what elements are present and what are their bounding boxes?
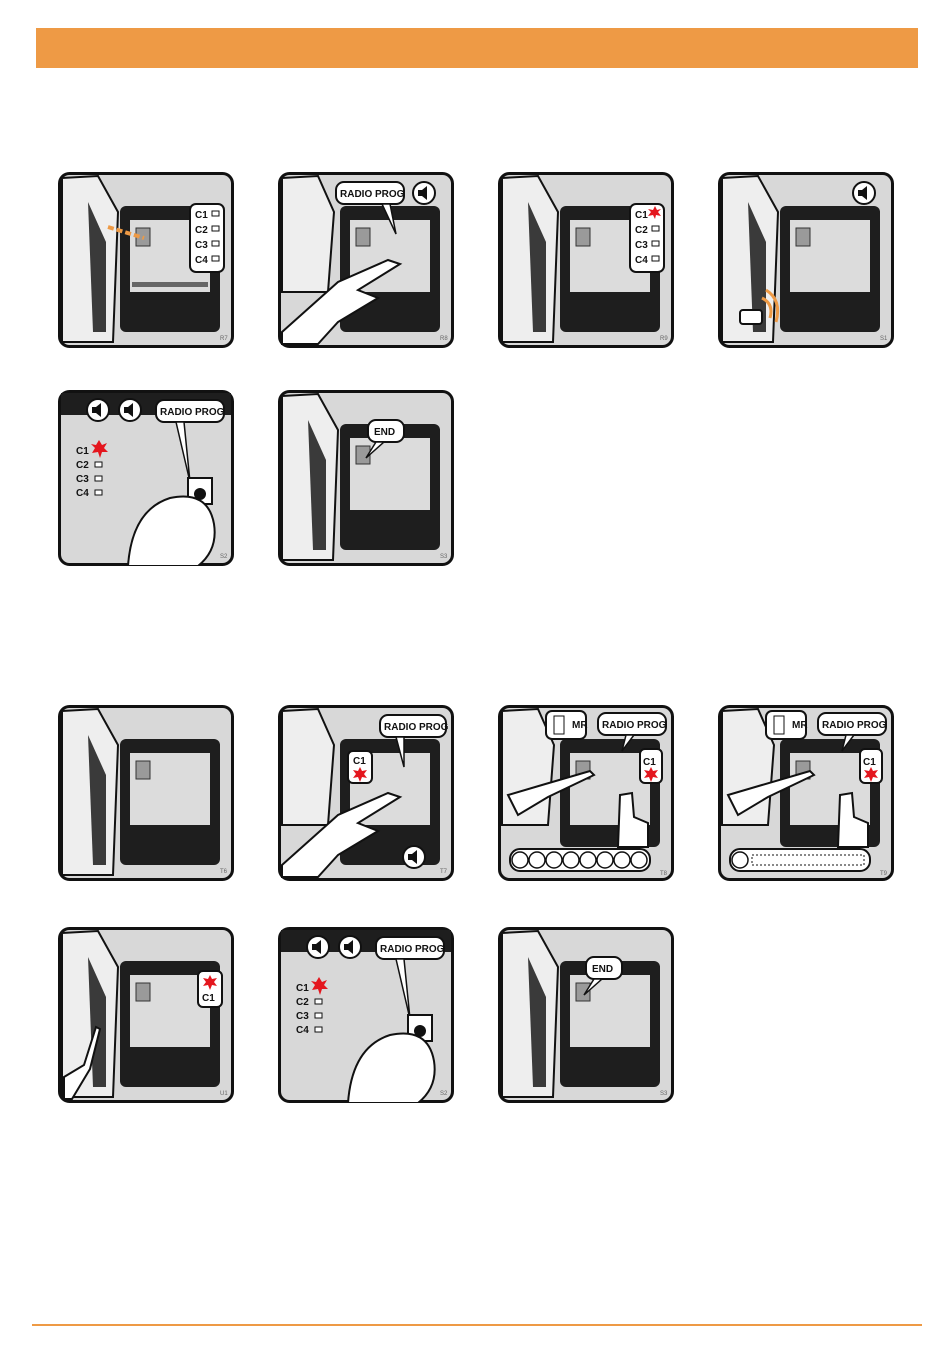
channel-label: C1 bbox=[863, 757, 876, 768]
panel-code: U1 bbox=[220, 1091, 228, 1097]
panel-code: T9 bbox=[880, 871, 888, 877]
person-figure bbox=[62, 176, 118, 342]
panel-t8: MR RADIO PROG C1 T8 bbox=[498, 705, 674, 881]
panel-t9: MR RADIO PROG C1 T9 bbox=[718, 705, 894, 881]
channel-label-c4: C4 bbox=[296, 1025, 309, 1036]
panel-code: S2 bbox=[440, 1091, 448, 1097]
panel-r8: RADIO PROG R8 bbox=[278, 172, 454, 348]
channel-label-c1: C1 bbox=[296, 983, 309, 994]
speaker-icon bbox=[512, 852, 528, 868]
panel-t6: T6 bbox=[58, 705, 234, 881]
radio-prog-label: RADIO PROG bbox=[380, 944, 445, 955]
channel-label: C1 bbox=[202, 993, 215, 1004]
channel-label-c4: C4 bbox=[635, 255, 648, 266]
speaker-icon bbox=[529, 852, 545, 868]
channel-label-c2: C2 bbox=[76, 460, 89, 471]
continuous-beep-bar bbox=[730, 849, 870, 871]
end-label: END bbox=[374, 427, 395, 438]
panel-code: T8 bbox=[660, 871, 668, 877]
mr-key-label: MR bbox=[792, 720, 808, 731]
radio-prog-label: RADIO PROG bbox=[160, 407, 225, 418]
person-figure bbox=[282, 394, 338, 560]
panel-code: S3 bbox=[440, 554, 448, 560]
radio-prog-label: RADIO PROG bbox=[602, 720, 667, 731]
channel-label-c4: C4 bbox=[195, 255, 208, 266]
mr-key-label: MR bbox=[572, 720, 588, 731]
channel-label-c4: C4 bbox=[76, 488, 89, 499]
channel-label-c3: C3 bbox=[76, 474, 89, 485]
channel-label-c2: C2 bbox=[635, 225, 648, 236]
panel-s2b: RADIO PROG C1 C2 C3 C4 S2 bbox=[278, 927, 454, 1103]
channel-label: C1 bbox=[643, 757, 656, 768]
channel-label: C1 bbox=[353, 756, 366, 767]
person-figure bbox=[282, 709, 334, 825]
channel-label-c1: C1 bbox=[195, 210, 208, 221]
person-figure bbox=[502, 176, 558, 342]
channel-label-c1: C1 bbox=[76, 446, 89, 457]
speaker-icon bbox=[614, 852, 630, 868]
panel-code: S1 bbox=[880, 336, 888, 342]
panel-code: S3 bbox=[660, 1091, 668, 1097]
person-figure bbox=[502, 931, 558, 1097]
panel-u1: C1 U1 bbox=[58, 927, 234, 1103]
panel-code: R9 bbox=[660, 336, 668, 342]
panel-code: R8 bbox=[440, 336, 448, 342]
panel-r9: C1 C2 C3 C4 R9 bbox=[498, 172, 674, 348]
panel-code: T7 bbox=[440, 869, 448, 875]
panel-code: R7 bbox=[220, 336, 228, 342]
panel-s1: S1 bbox=[718, 172, 894, 348]
channel-label-c3: C3 bbox=[635, 240, 648, 251]
panel-r7: C1 C2 C3 C4 R7 bbox=[58, 172, 234, 348]
header-bar bbox=[36, 28, 918, 68]
channel-label-c2: C2 bbox=[296, 997, 309, 1008]
speaker-icon bbox=[546, 852, 562, 868]
channel-label-c2: C2 bbox=[195, 225, 208, 236]
panel-t7: RADIO PROG C1 T7 bbox=[278, 705, 454, 881]
person-figure bbox=[282, 176, 334, 292]
remote-control bbox=[740, 310, 762, 324]
speaker-icon bbox=[580, 852, 596, 868]
speaker-icon bbox=[732, 852, 748, 868]
footer-divider bbox=[32, 1324, 922, 1326]
person-figure bbox=[62, 709, 118, 875]
panel-s2a: RADIO PROG C1 C2 C3 C4 S2 bbox=[58, 390, 234, 566]
panel-s3b: END S3 bbox=[498, 927, 674, 1103]
channel-label-c3: C3 bbox=[296, 1011, 309, 1022]
radio-prog-label: RADIO PROG bbox=[822, 720, 887, 731]
panel-code: S2 bbox=[220, 554, 228, 560]
panel-s3a: END S3 bbox=[278, 390, 454, 566]
radio-prog-label: RADIO PROG bbox=[340, 189, 405, 200]
panel-code: T6 bbox=[220, 869, 228, 875]
speaker-icon bbox=[631, 852, 647, 868]
radio-prog-label: RADIO PROG bbox=[384, 722, 449, 733]
channel-label-c1: C1 bbox=[635, 210, 648, 221]
end-label: END bbox=[592, 964, 613, 975]
channel-label-c3: C3 bbox=[195, 240, 208, 251]
speaker-icon bbox=[563, 852, 579, 868]
speaker-icon bbox=[597, 852, 613, 868]
